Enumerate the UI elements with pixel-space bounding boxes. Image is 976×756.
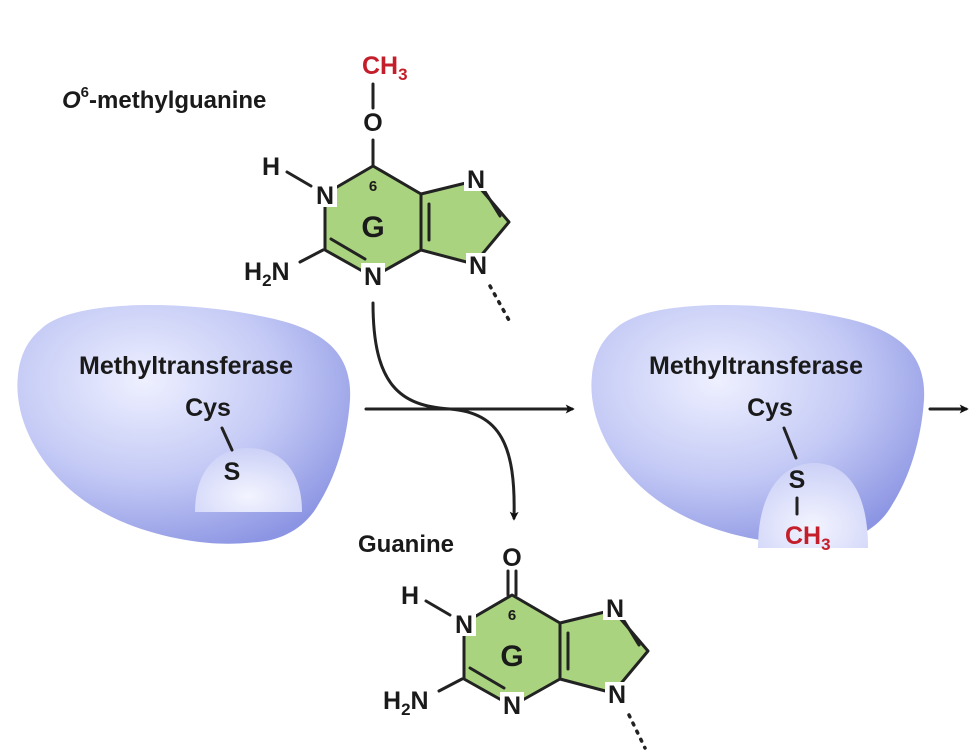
base-letter: G	[361, 211, 384, 244]
right-enzyme: Methyltransferase Cys S CH3	[591, 305, 925, 554]
amino-group: H2N	[244, 258, 290, 290]
base-letter: G	[500, 640, 523, 673]
sugar-link	[627, 713, 647, 750]
position-label: 6	[369, 178, 377, 195]
n3-atom: N	[364, 263, 382, 291]
molecule-name: O6-methylguanine	[62, 84, 266, 114]
cys-label: Cys	[185, 394, 231, 422]
methyl-group: CH3	[362, 52, 408, 84]
double-bond	[621, 617, 641, 647]
guanine: Guanine O N N N N 6 G H H2N	[358, 531, 650, 750]
oxygen-atom: O	[363, 109, 382, 137]
n1-atom: N	[316, 182, 334, 210]
active-site-pocket	[758, 463, 868, 548]
incoming-substrate-curve	[371, 301, 452, 411]
double-bond	[482, 188, 502, 218]
hydrogen-atom: H	[262, 153, 280, 181]
imidazole-ring	[419, 179, 511, 266]
left-enzyme: Methyltransferase Cys S	[17, 305, 351, 544]
n-h-bond	[424, 599, 452, 617]
molecule-name: Guanine	[358, 531, 454, 558]
n1-atom: N	[455, 611, 473, 639]
enzyme-body	[591, 305, 925, 544]
c2-n-bond	[298, 248, 325, 264]
enzyme-title: Methyltransferase	[79, 352, 293, 380]
n9-atom: N	[608, 681, 626, 709]
n-h-bond	[285, 170, 313, 188]
imidazole-ring	[558, 608, 650, 695]
cys-s-bond	[220, 426, 234, 452]
oxygen-atom: O	[502, 544, 521, 572]
sugar-link	[488, 284, 512, 324]
hydrogen-atom: H	[401, 582, 419, 610]
o6-methylguanine: O6-methylguanine CH3 O N N N N 6 G H H2N	[62, 52, 512, 324]
sulfur-label: S	[789, 466, 806, 494]
n3-atom: N	[503, 692, 521, 720]
enzyme-title: Methyltransferase	[649, 352, 863, 380]
reaction-arrows	[364, 301, 969, 521]
double-bond	[468, 666, 506, 690]
c2-n-bond	[437, 677, 464, 693]
position-label: 6	[508, 607, 516, 624]
release-arrow	[448, 407, 519, 521]
sulfur-label: S	[224, 458, 241, 486]
n9-atom: N	[469, 252, 487, 280]
amino-group: H2N	[383, 687, 429, 719]
active-site-pocket	[195, 448, 302, 512]
n7-atom: N	[467, 166, 485, 194]
cys-s-bond	[782, 426, 798, 460]
methyl-group: CH3	[785, 522, 831, 554]
n7-atom: N	[606, 595, 624, 623]
double-bond	[329, 237, 367, 261]
cys-label: Cys	[747, 394, 793, 422]
